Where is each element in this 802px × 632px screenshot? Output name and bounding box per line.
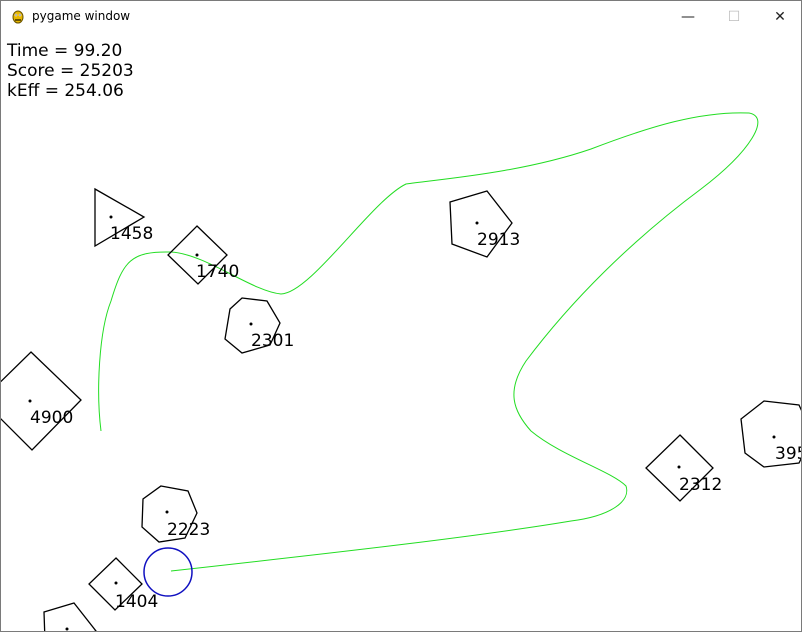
target-1740: 1740 (167, 225, 239, 285)
minimize-button[interactable]: — (665, 1, 711, 32)
time-readout: Time = 99.20 (7, 41, 123, 61)
target-2913: 2913 (449, 190, 520, 258)
target-2223: 2223 (141, 485, 210, 543)
close-button[interactable]: ✕ (757, 1, 801, 32)
hud-stats: Time = 99.20 Score = 25203 kEff = 254.06 (7, 41, 134, 101)
window-title: pygame window (32, 9, 131, 23)
trajectory-path (98, 112, 759, 572)
player-ball (143, 547, 193, 597)
target-label: 4900 (30, 408, 73, 428)
keff-readout: kEff = 254.06 (7, 81, 124, 101)
target-label: 2312 (679, 475, 722, 495)
target-2312: 2312 (645, 434, 722, 502)
title-bar[interactable]: pygame window — ☐ ✕ (1, 1, 801, 32)
minimize-icon: — (681, 8, 695, 25)
close-icon: ✕ (774, 8, 786, 25)
target-3951: 3951 (740, 400, 801, 468)
target-label: 2223 (167, 520, 210, 540)
target-label: 1458 (110, 224, 153, 244)
target-label: 1404 (115, 592, 158, 612)
target-1458: 1458 (94, 187, 153, 248)
maximize-icon: ☐ (727, 8, 741, 25)
game-canvas[interactable]: 1458 1740 2913 2301 4900 3951 (1, 32, 801, 631)
target-label: 2301 (251, 331, 294, 351)
target-label: 2913 (477, 230, 520, 250)
target-1404: 1404 (88, 557, 158, 612)
target-label: 3951 (775, 444, 801, 464)
target-2301: 2301 (224, 297, 294, 354)
score-readout: Score = 25203 (7, 61, 134, 81)
pygame-snake-icon (12, 10, 24, 24)
target-4900: 4900 (1, 351, 82, 451)
target-partial-bottom (43, 602, 97, 631)
target-label: 1740 (196, 262, 239, 282)
maximize-button[interactable]: ☐ (711, 1, 757, 32)
